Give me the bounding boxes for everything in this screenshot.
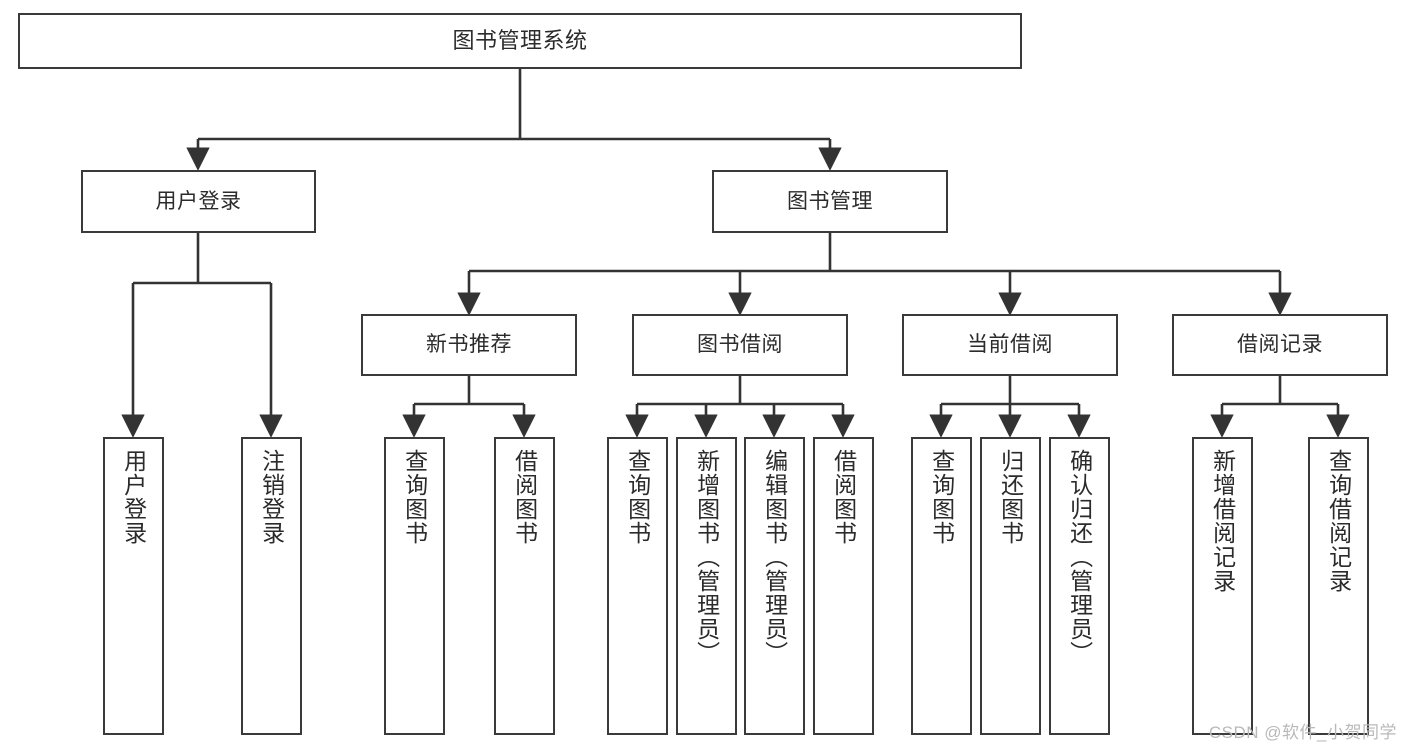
node-label: 编辑图书（管理员）: [761, 449, 788, 665]
node-label: 借阅记录: [1237, 333, 1323, 357]
leaf-book-borrow-add[interactable]: 新增图书（管理员）: [676, 437, 737, 735]
node-label: 借阅图书: [511, 449, 538, 545]
leaf-book-borrow-query[interactable]: 查询图书: [607, 437, 668, 735]
node-label: 用户登录: [155, 189, 242, 213]
node-user-login[interactable]: 用户登录: [81, 170, 316, 233]
node-label: 图书管理: [787, 189, 873, 213]
node-label: 注销登录: [258, 449, 285, 545]
node-book-borrow[interactable]: 图书借阅: [632, 314, 848, 376]
node-borrow-record[interactable]: 借阅记录: [1172, 314, 1388, 376]
leaf-current-borrow-query[interactable]: 查询图书: [911, 437, 972, 735]
node-root[interactable]: 图书管理系统: [18, 13, 1022, 69]
csdn-watermark: CSDN @软件_小贺同学: [1208, 723, 1397, 742]
node-label: 查询借阅记录: [1325, 449, 1352, 593]
node-label: 确认归还（管理员）: [1066, 449, 1093, 665]
node-label: 查询图书: [401, 449, 428, 545]
leaf-borrow-record-query[interactable]: 查询借阅记录: [1308, 437, 1369, 735]
node-label: 归还图书: [997, 449, 1024, 545]
node-label: 新增借阅记录: [1209, 449, 1236, 593]
leaf-borrow-record-add[interactable]: 新增借阅记录: [1192, 437, 1253, 735]
leaf-new-book-borrow[interactable]: 借阅图书: [494, 437, 555, 735]
node-book-management[interactable]: 图书管理: [712, 170, 948, 233]
node-label: 用户登录: [120, 449, 147, 545]
node-label: 当前借阅: [967, 333, 1053, 357]
node-label: 新书推荐: [426, 333, 512, 357]
leaf-user-login-login[interactable]: 用户登录: [103, 437, 164, 735]
node-current-borrow[interactable]: 当前借阅: [902, 314, 1118, 376]
leaf-current-borrow-return[interactable]: 归还图书: [980, 437, 1041, 735]
leaf-current-borrow-confirm-return[interactable]: 确认归还（管理员）: [1049, 437, 1110, 735]
leaf-new-book-query[interactable]: 查询图书: [384, 437, 445, 735]
node-new-book-recommend[interactable]: 新书推荐: [361, 314, 577, 376]
node-label: 借阅图书: [830, 449, 857, 545]
node-label: 图书借阅: [697, 333, 783, 357]
node-label: 新增图书（管理员）: [693, 449, 720, 665]
leaf-book-borrow-edit[interactable]: 编辑图书（管理员）: [744, 437, 805, 735]
leaf-book-borrow-borrow[interactable]: 借阅图书: [813, 437, 874, 735]
leaf-user-login-logout[interactable]: 注销登录: [241, 437, 302, 735]
node-label: 查询图书: [624, 449, 651, 545]
node-label: 查询图书: [928, 449, 955, 545]
node-label: 图书管理系统: [452, 27, 588, 53]
